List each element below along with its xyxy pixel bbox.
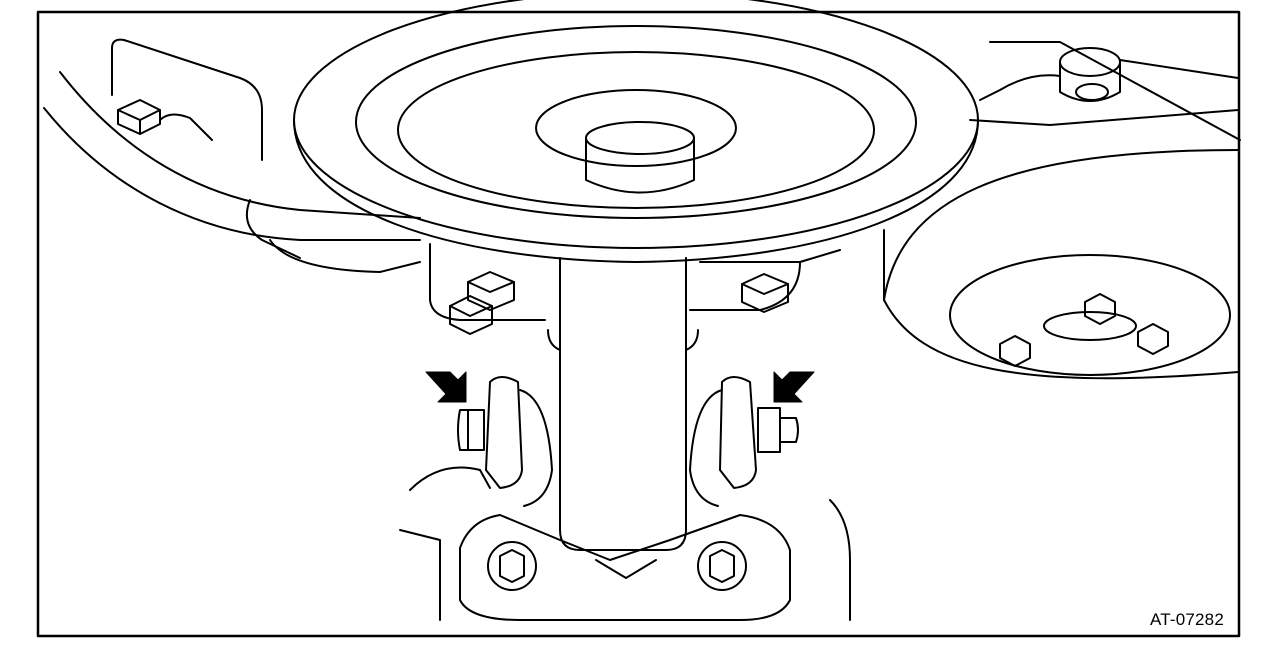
bracket-bolt-right <box>742 274 788 312</box>
mount-arm <box>548 258 698 550</box>
upper-left-bolt <box>118 100 160 134</box>
right-bushing <box>690 377 756 506</box>
idler-pulley-bolts <box>1000 294 1168 366</box>
arrow-pointer-icon <box>774 372 814 402</box>
upper-right-bracket <box>970 42 1240 140</box>
upper-right-bolt <box>1060 48 1120 101</box>
base-bolt-right <box>698 542 746 590</box>
left-mount-bolt <box>458 410 484 450</box>
right-idler-pulley <box>884 150 1238 378</box>
main-pulley <box>294 0 978 262</box>
upper-left-bracket <box>44 40 420 272</box>
pulley-hub <box>586 122 694 193</box>
arrow-pointer-icon <box>426 372 466 402</box>
base-bolt-left <box>488 542 536 590</box>
mount-base <box>400 468 850 621</box>
bracket-bolt-left-upper <box>468 272 514 310</box>
figure-border <box>38 12 1239 636</box>
figure-id-label: AT-07282 <box>1149 610 1224 629</box>
bracket-bolt-left-lower <box>450 296 492 334</box>
left-bushing <box>486 377 552 506</box>
right-mount-bolt <box>758 408 798 452</box>
